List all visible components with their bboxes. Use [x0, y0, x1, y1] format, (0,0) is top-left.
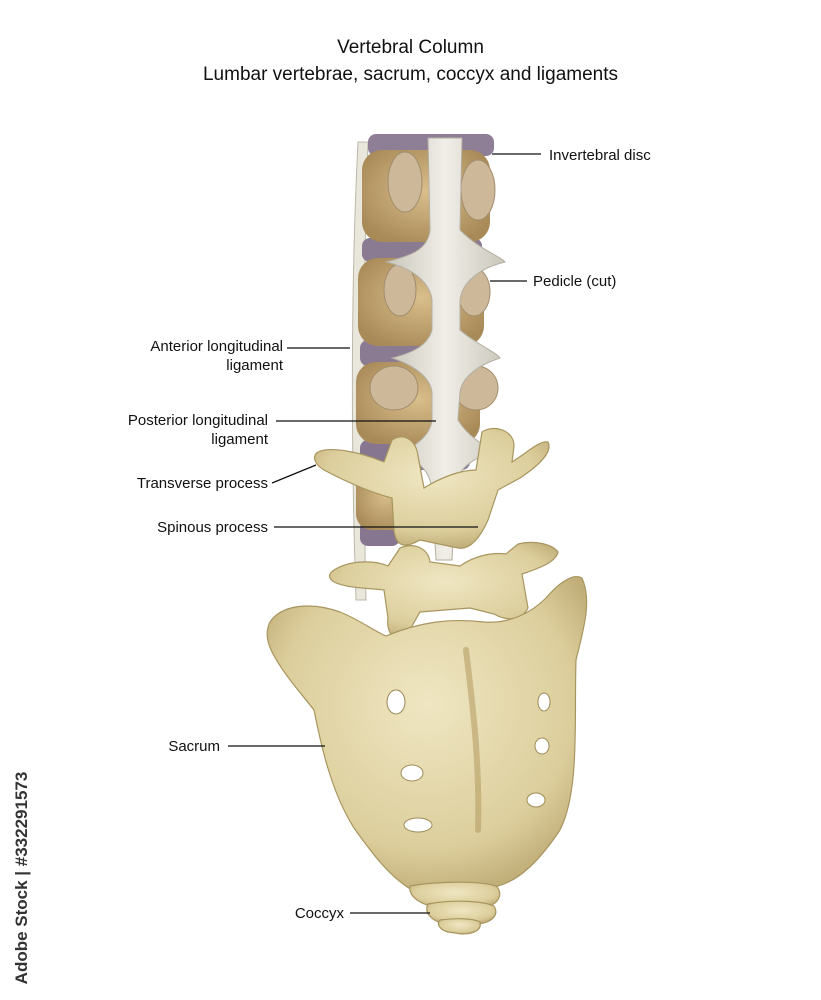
- coccyx-bone: [409, 881, 501, 935]
- leader-transverse-process: [271, 464, 317, 484]
- label-invertebral-disc: Invertebral disc: [549, 147, 651, 164]
- label-coccyx: Coccyx: [294, 905, 344, 922]
- label-pedicle-cut: Pedicle (cut): [533, 273, 617, 290]
- label-posterior-ligament-line2: ligament: [211, 431, 268, 448]
- label-posterior-ligament: Posterior longitudinal ligament: [92, 411, 268, 449]
- label-anterior-ligament: Anterior longitudinal ligament: [112, 337, 283, 375]
- sacrum-bone: [266, 576, 588, 897]
- diagram-subtitle: Lumbar vertebrae, sacrum, coccyx and lig…: [202, 64, 618, 85]
- label-transverse-process: Transverse process: [136, 475, 268, 492]
- sacral-foramina: [386, 689, 551, 833]
- lumbar-vertebra-lower: [328, 541, 559, 641]
- diagram-title: Vertebral Column: [337, 37, 484, 58]
- label-posterior-ligament-line1: Posterior longitudinal: [127, 412, 268, 429]
- watermark-text: Adobe Stock | #332291573: [12, 771, 31, 985]
- leader-lines: [228, 153, 541, 914]
- median-sacral-crest: [463, 647, 482, 833]
- stock-watermark: Adobe Stock | #332291573: [12, 768, 31, 988]
- label-spinous-process: Spinous process: [157, 519, 268, 536]
- label-anterior-ligament-line2: ligament: [226, 357, 283, 374]
- label-anterior-ligament-line1: Anterior longitudinal: [150, 338, 283, 355]
- label-sacrum: Sacrum: [168, 738, 220, 755]
- lumbar-vertebra-upper: [314, 427, 550, 549]
